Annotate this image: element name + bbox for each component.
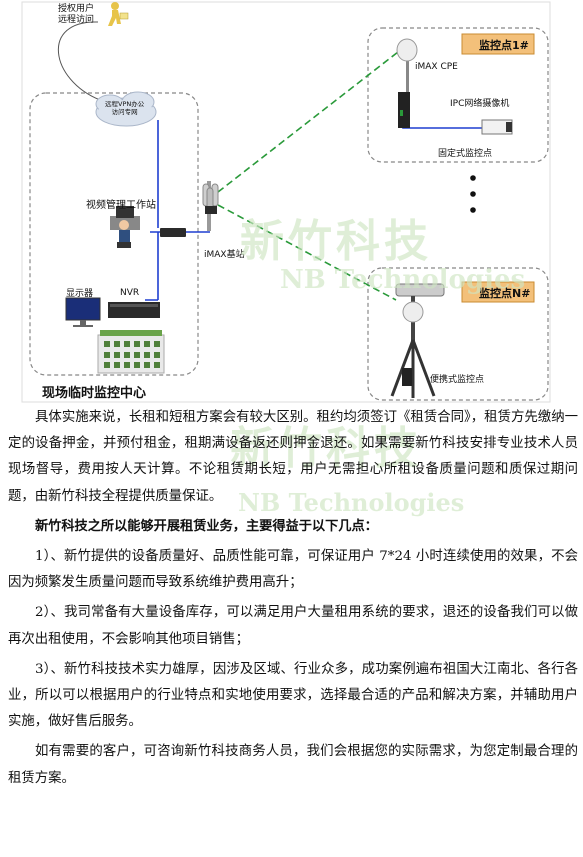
center-title: 现场临时监控中心: [42, 386, 147, 401]
ipc-label: IPC网络摄像机: [450, 99, 510, 109]
point1-badge: 监控点1#: [479, 39, 529, 52]
paragraph-point-3: 3）、新竹科技技术实力雄厚，因涉及区域、行业众多，成功案例遍布祖国大江南北、各行…: [8, 661, 578, 730]
cpe-icon: [396, 38, 418, 128]
cloud-label: 远程VPN办公 访问专网: [105, 100, 145, 116]
wireless-link-1: [217, 51, 399, 193]
pointN-badge-bg: [461, 281, 535, 303]
base-station-icon: [202, 181, 219, 231]
remote-user-icon: [108, 2, 129, 26]
workstation-label: 视频管理工作站: [86, 200, 156, 211]
pointN-dashed-box: [367, 267, 549, 401]
ellipsis-dot: [470, 175, 476, 181]
cloud-icon: [95, 91, 157, 127]
switch-icon: [160, 228, 186, 237]
ellipsis-dot: [470, 207, 476, 213]
building-icon: [97, 330, 165, 374]
monitor-label: 显示器: [66, 289, 94, 299]
paragraph-point-1: 1）、新竹提供的设备质量好、品质性能可靠，可保证用户 7*24 小时连续使用的效…: [8, 549, 578, 591]
ellipsis-dot: [470, 191, 476, 197]
monitor-icon: [65, 297, 101, 327]
nvr-label: NVR: [120, 288, 140, 298]
network-diagram: 授权用户 远程访问 远程VPN办公 访问专网 视频管理工作站 显示器 NVR i…: [0, 0, 583, 405]
body-text: 具体实施来说，长租和短租方案会有较大区别。租约均须签订《租赁合同》，租赁方先缴纳…: [0, 405, 583, 792]
center-dashed-box: [29, 92, 199, 376]
remote-link-line: [58, 21, 101, 101]
tripod-camera-icon: [390, 283, 445, 398]
diagram-svg: [21, 1, 551, 403]
wireless-link-n: [217, 204, 397, 301]
point1-badge-bg: [461, 33, 535, 55]
operator-icon: [110, 206, 140, 248]
cpe-label: iMAX CPE: [415, 62, 458, 72]
paragraph-point-2: 2）、我司常备有大量设备库存，可以满足用户大量租用系统的要求，退还的设备我们可以…: [8, 605, 578, 647]
pointN-badge: 监控点N#: [479, 287, 531, 300]
portable-point-label: 便携式监控点: [430, 375, 485, 385]
base-station-label: iMAX基站: [204, 250, 245, 260]
remote-user-label: 授权用户 远程访问: [58, 4, 95, 25]
paragraph-closing: 如有需要的客户，可咨询新竹科技商务人员，我们会根据您的实际需求，为您定制最合理的…: [8, 744, 578, 786]
nvr-icon: [108, 302, 160, 318]
ipc-camera-icon: [481, 119, 513, 135]
paragraph-intro: 具体实施来说，长租和短租方案会有较大区别。租约均须签订《租赁合同》，租赁方先缴纳…: [8, 410, 578, 504]
paragraph-heading: 新竹科技之所以能够开展租赁业务，主要得益于以下几点：: [35, 518, 378, 534]
point1-dashed-box: [367, 27, 549, 163]
fixed-point-label: 固定式监控点: [438, 149, 493, 159]
